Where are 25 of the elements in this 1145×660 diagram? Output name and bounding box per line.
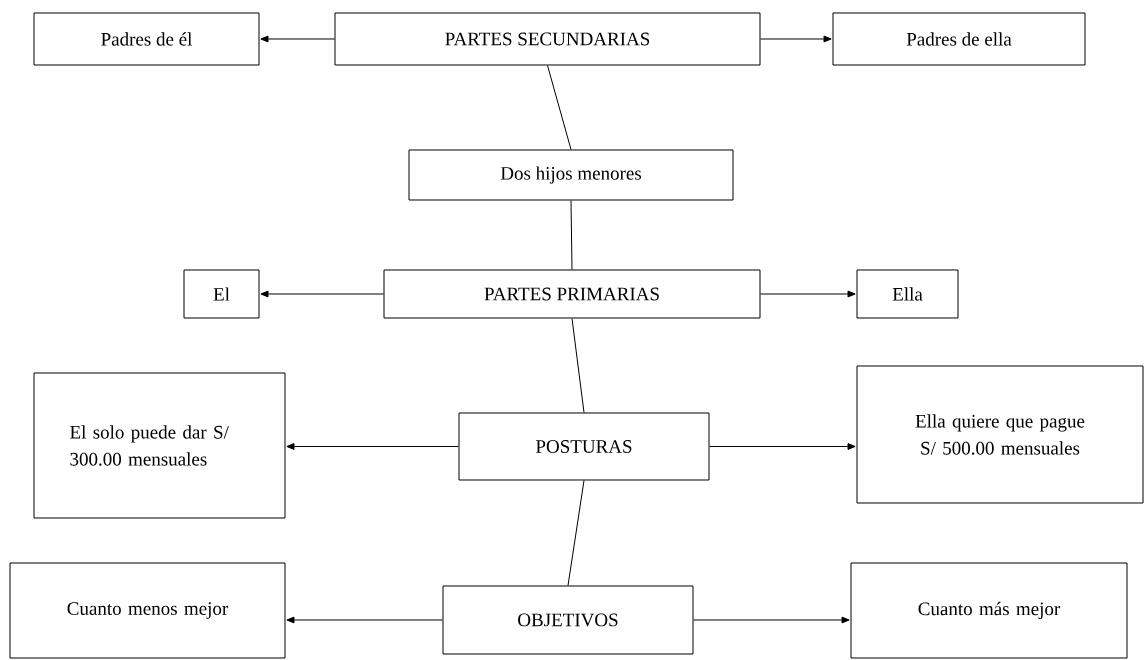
text-box: Ella quiere que pague S/ 500.00 mensuales <box>856 365 1144 504</box>
arrow <box>760 290 856 298</box>
text-box: El <box>183 269 260 319</box>
text-box: Cuanto menos mejor <box>9 562 286 659</box>
connector-line <box>567 480 585 586</box>
text-box: POSTURAS <box>458 412 710 481</box>
text-box: PARTES PRIMARIAS <box>383 269 761 319</box>
connector-line <box>570 200 573 270</box>
arrow <box>709 443 856 450</box>
text-box: Cuanto más mejor <box>850 562 1128 659</box>
text-box: PARTES SECUNDARIAS <box>334 12 761 66</box>
text-box: Padres de él <box>33 12 260 66</box>
arrow <box>760 35 832 43</box>
text-box: Dos hijos menores <box>408 149 734 201</box>
connector-line <box>571 318 585 413</box>
text-box: El solo puede dar S/ 300.00 mensuales <box>33 372 286 519</box>
arrow <box>693 616 850 624</box>
arrow <box>260 290 384 298</box>
arrow <box>260 35 335 43</box>
text-box: Padres de ella <box>832 12 1086 66</box>
connector-line <box>547 65 572 150</box>
arrow <box>286 616 443 624</box>
arrow <box>286 443 459 450</box>
text-box: Ella <box>856 269 959 319</box>
text-box: OBJETIVOS <box>442 585 694 655</box>
